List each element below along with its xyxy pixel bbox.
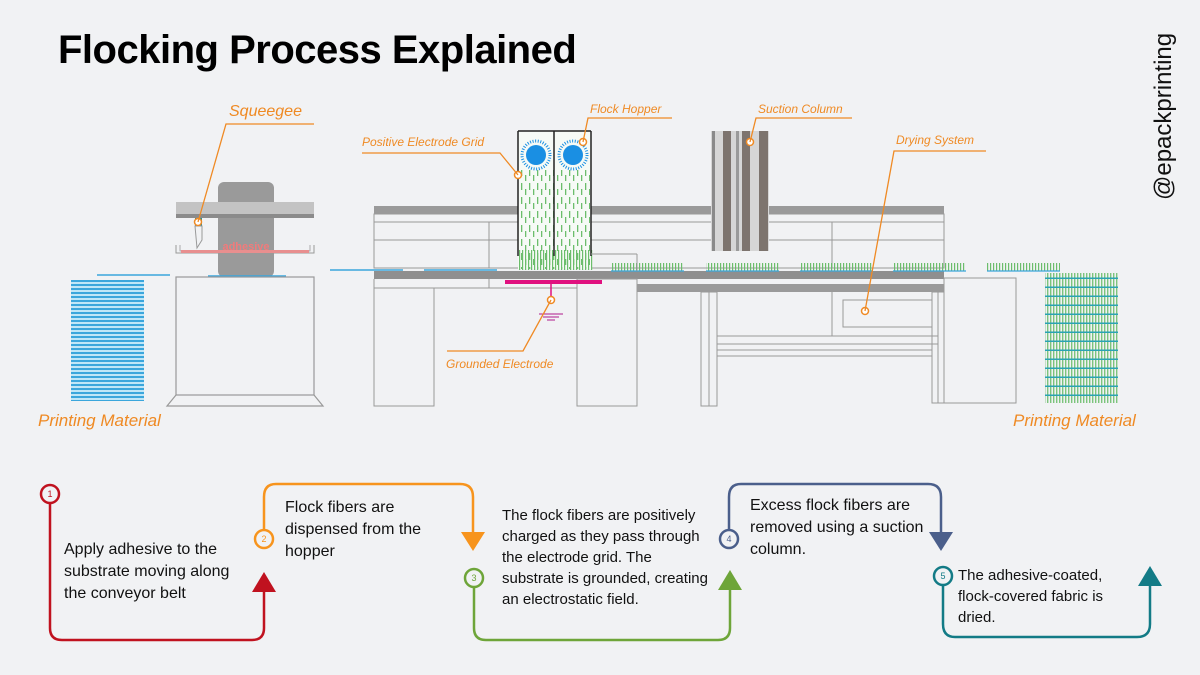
grounded-electrode-label: Grounded Electrode (446, 357, 554, 371)
step-2-text: Flock fibers are dispensed from the hopp… (285, 499, 422, 560)
drying-system-box (842, 299, 933, 328)
squeegee-bar (176, 202, 314, 214)
printing-material-roll-right (1045, 273, 1118, 403)
flock-hopper (517, 130, 593, 270)
printing-material-roll-left (71, 274, 170, 401)
step-1-number: 1 (47, 489, 52, 499)
step-4-number: 4 (726, 534, 731, 544)
conveyor-belt (374, 271, 944, 279)
step-3-arrow-icon (718, 570, 742, 590)
printing-material-left-label: Printing Material (38, 411, 162, 430)
step-3-text: The flock fibers are positively charged … (502, 507, 708, 608)
step-5-number: 5 (940, 571, 945, 581)
squeegee-label: Squeegee (229, 103, 302, 120)
printing-material-right-label: Printing Material (1013, 411, 1137, 430)
step-2-number: 2 (261, 534, 266, 544)
hopper-brush-left (520, 139, 552, 171)
step-5-text: The adhesive-coated, flock-covered fabri… (958, 567, 1104, 626)
step-1-connector: 1 (39, 483, 276, 642)
suction-column (711, 131, 769, 251)
flocked-substrate (611, 263, 1060, 272)
conveyor-machine (330, 206, 1017, 407)
adhesive-station: adhesive (165, 182, 325, 407)
squeegee-callout-line (197, 123, 314, 223)
step-2-badge (253, 528, 275, 550)
step-4-connector: 4 (718, 482, 953, 551)
step-1-badge (39, 483, 61, 505)
drying-system-label: Drying System (896, 133, 974, 147)
step-4-text: Excess flock fibers are removed using a … (750, 497, 924, 558)
step-2-arrow-icon (461, 532, 485, 551)
squeegee-blade (194, 225, 203, 250)
adhesive-label: adhesive (222, 241, 269, 253)
flock-hopper-label: Flock Hopper (590, 102, 662, 116)
step-5-badge (932, 565, 954, 587)
step-5-arrow-icon (1138, 566, 1162, 586)
step-4-arrow-icon (929, 532, 953, 551)
step-5-connector: 5 (932, 565, 1162, 639)
hopper-brush-right (557, 139, 589, 171)
step-4-badge (718, 528, 740, 550)
page-title: Flocking Process Explained (58, 28, 577, 72)
step-1-arrow-icon (252, 572, 276, 592)
step-3-connector: 3 (463, 567, 742, 642)
step-3-number: 3 (471, 573, 476, 583)
positive-electrode-grid-label: Positive Electrode Grid (362, 135, 484, 149)
suction-column-label: Suction Column (758, 102, 843, 116)
step-3-badge (463, 567, 485, 589)
step-1-text: Apply adhesive to the substrate moving a… (64, 541, 230, 602)
step-2-connector: 2 (253, 482, 485, 551)
adhesive-layer (181, 250, 309, 253)
squeegee-press-column (218, 182, 274, 277)
